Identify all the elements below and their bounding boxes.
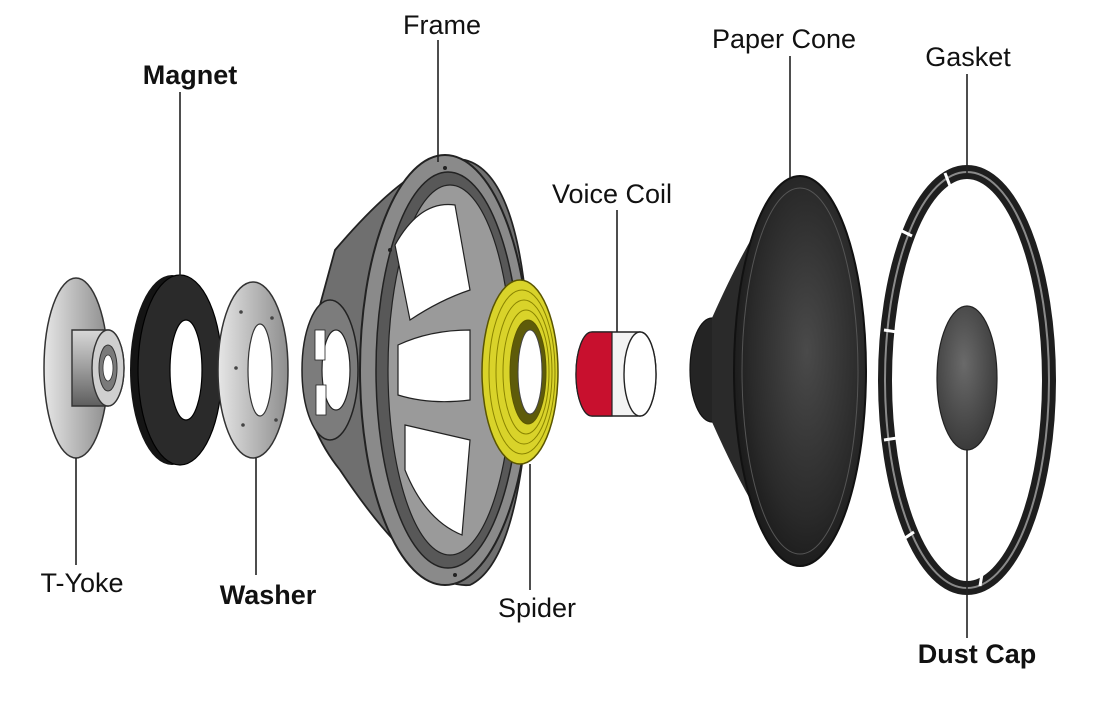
t-yoke-part: [43, 277, 125, 459]
label-magnet: Magnet: [143, 60, 238, 90]
label-dust-cap: Dust Cap: [918, 639, 1037, 669]
label-t-yoke: T-Yoke: [40, 568, 123, 598]
label-voice-coil: Voice Coil: [552, 179, 672, 209]
label-spider: Spider: [498, 593, 576, 623]
washer-part: [217, 281, 289, 459]
label-gasket: Gasket: [925, 42, 1011, 72]
spider-part: [481, 279, 559, 465]
label-frame: Frame: [403, 10, 481, 40]
magnet-part: [130, 274, 223, 466]
paper-cone-part: [689, 175, 867, 567]
label-washer: Washer: [220, 580, 317, 610]
label-paper-cone: Paper Cone: [712, 24, 856, 54]
frame-part: [301, 154, 531, 586]
voice-coil-part: [575, 331, 657, 417]
